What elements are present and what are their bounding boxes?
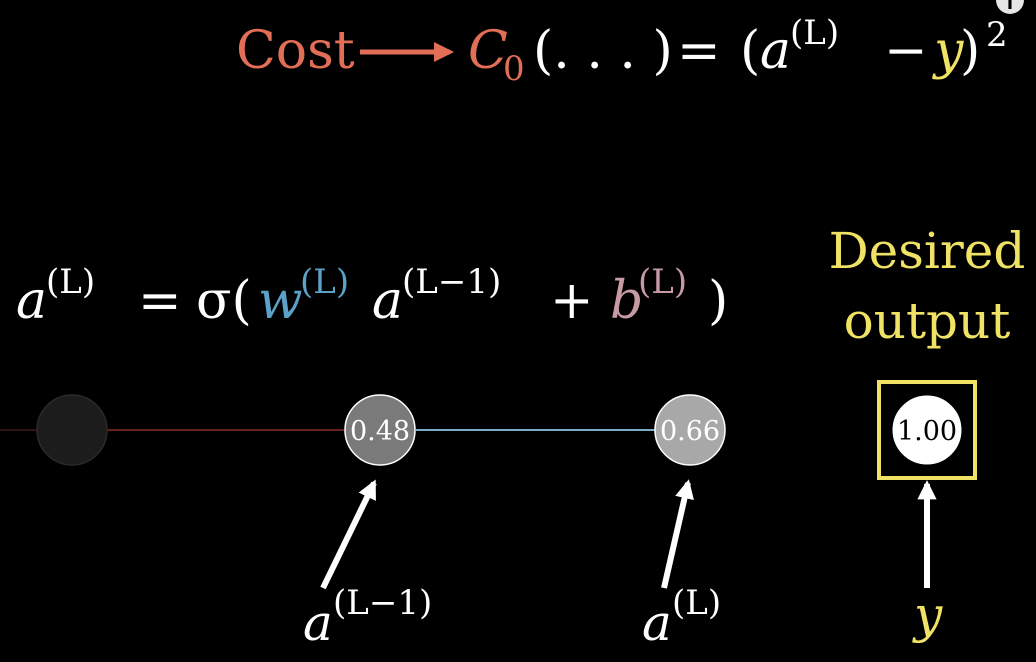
desired-output-line1: Desired <box>829 222 1026 280</box>
arrow-labels: a (L−1) a (L) y <box>303 583 943 652</box>
neuron-circle <box>654 394 726 466</box>
sigma-close: ) <box>708 271 728 331</box>
cost-minus: − <box>884 21 928 81</box>
cost-activation-superscript: (L) <box>790 13 839 53</box>
cost-function-subscript: 0 <box>503 49 525 89</box>
desired-output-label: Desired output <box>829 222 1026 350</box>
neuron-0 <box>36 394 108 466</box>
plus-sign: + <box>550 271 594 331</box>
activation-lhs: a <box>16 271 47 331</box>
arrow-current-activation <box>661 479 694 589</box>
cost-activation: a <box>760 21 791 81</box>
neuron-value: 1.00 <box>897 416 957 447</box>
weight-superscript: (L) <box>300 262 349 302</box>
cost-target: y <box>932 21 964 81</box>
label-current-activation: a <box>642 594 672 652</box>
neuron-1: 0.48 <box>344 394 416 466</box>
label-target: y <box>912 586 943 644</box>
desired-output-box <box>877 380 977 480</box>
neuron-value: 0.48 <box>350 416 410 447</box>
cost-equation: Cost C 0 (. . . ) = ( a (L) − y ) 2 <box>236 13 1008 89</box>
bias-superscript: (L) <box>638 262 687 302</box>
cost-label: Cost <box>236 21 355 81</box>
previous-activation-superscript: (L−1) <box>402 262 501 302</box>
label-previous-activation: a <box>303 594 333 652</box>
bias-symbol: b <box>610 271 643 331</box>
activation-equation: a (L) = σ( w (L) a (L−1) + b (L) ) <box>16 262 728 331</box>
weight-symbol: w <box>258 271 303 331</box>
cost-equals: = <box>677 21 721 81</box>
neuron-circle <box>344 394 416 466</box>
sigma-open: σ( <box>196 271 252 331</box>
label-current-activation-superscript: (L) <box>672 583 721 623</box>
neuron-circle <box>891 394 963 466</box>
activation-lhs-superscript: (L) <box>46 262 95 302</box>
info-icon[interactable]: i <box>996 0 1024 14</box>
neuron-value: 0.66 <box>660 416 720 447</box>
desired-output-line2: output <box>844 292 1011 350</box>
previous-activation: a <box>372 271 403 331</box>
activation-equals: = <box>138 271 182 331</box>
neuron-3: 1.00 <box>891 394 963 466</box>
cost-close-paren: ) <box>960 21 980 81</box>
label-previous-activation-superscript: (L−1) <box>333 583 432 623</box>
cost-function-symbol: C <box>468 21 508 81</box>
neuron-2: 0.66 <box>654 394 726 466</box>
cost-power: 2 <box>986 15 1008 55</box>
neuron-circle <box>36 394 108 466</box>
cost-open-paren: ( <box>740 21 760 81</box>
cost-arguments: (. . . ) <box>533 21 673 81</box>
arrow-previous-activation <box>320 479 377 590</box>
